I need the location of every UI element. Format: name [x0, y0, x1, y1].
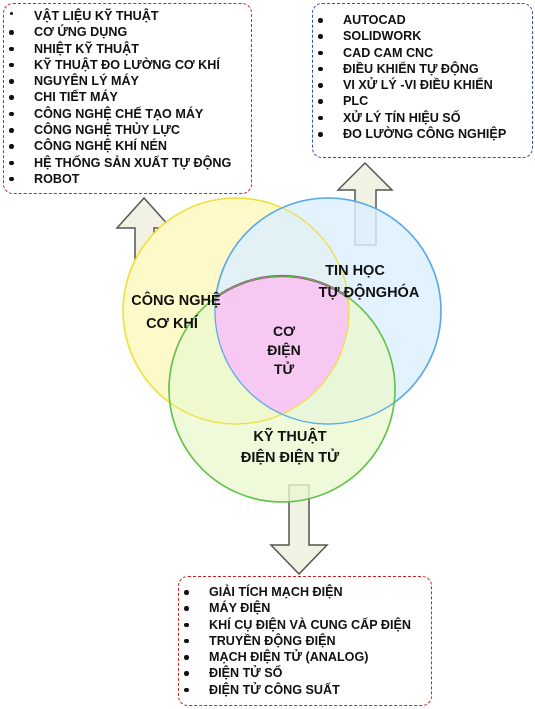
list-item: ĐIỆN TỬ CÔNG SUẤT: [181, 682, 431, 698]
electronics-topics-box: GIẢI TÍCH MẠCH ĐIỆN MÁY ĐIỆN KHÍ CỤ ĐIỆN…: [178, 576, 432, 706]
mechatronics-label-line2: ĐIỆN: [267, 341, 300, 358]
list-item: ĐIỀU KHIỂN TỰ ĐỘNG: [315, 61, 532, 77]
mechanical-topics-box: VẬT LIỆU KỸ THUẬT CƠ ỨNG DỤNG NHIỆT KỸ T…: [3, 3, 252, 194]
list-item: GIẢI TÍCH MẠCH ĐIỆN: [181, 584, 431, 600]
list-item: KỸ THUẬT ĐO LƯỜNG CƠ KHÍ: [6, 57, 251, 73]
mechanical-label-line1: CÔNG NGHỆ: [131, 291, 221, 309]
list-item: ĐO LƯỜNG CÔNG NGHIỆP: [315, 126, 532, 142]
list-item: PLC: [315, 93, 532, 109]
it-circle-outline: [214, 197, 442, 425]
list-item: HỆ THỐNG SẢN XUẤT TỰ ĐỘNG: [6, 155, 251, 171]
list-item: VẬT LIỆU KỸ THUẬT: [6, 8, 251, 24]
mechanical-circle-outline: [122, 197, 350, 425]
mechanical-label-line2: CƠ KHÍ: [146, 315, 199, 332]
mechatronics-label-line1: CƠ: [273, 323, 295, 339]
electronics-label-line2: ĐIỆN ĐIỆN TỬ: [241, 448, 340, 466]
it-label-line2: TỰ ĐỘNGHÓA: [319, 283, 420, 301]
it-topics-list: AUTOCAD SOLIDWORK CAD CAM CNC ĐIỀU KHIỂN…: [315, 12, 532, 142]
list-item: CHI TIẾT MÁY: [6, 89, 251, 105]
it-label-line1: TIN HỌC: [325, 263, 385, 279]
list-item: CƠ ỨNG DỤNG: [6, 24, 251, 40]
list-item: CÔNG NGHỆ THỦY LỰC: [6, 122, 251, 138]
list-item: AUTOCAD: [315, 12, 532, 28]
list-item: TRUYỀN ĐỘNG ĐIỆN: [181, 633, 431, 649]
electronics-label-line1: KỸ THUẬT: [253, 427, 326, 445]
list-item: CAD CAM CNC: [315, 45, 532, 61]
list-item: NHIỆT KỸ THUẬT: [6, 41, 251, 57]
list-item: NGUYÊN LÝ MÁY: [6, 73, 251, 89]
list-item: ĐIỆN TỬ SỐ: [181, 665, 431, 681]
list-item: KHÍ CỤ ĐIỆN VÀ CUNG CẤP ĐIỆN: [181, 617, 431, 633]
list-item: VI XỬ LÝ -VI ĐIỀU KHIỂN: [315, 77, 532, 93]
electronics-topics-list: GIẢI TÍCH MẠCH ĐIỆN MÁY ĐIỆN KHÍ CỤ ĐIỆN…: [181, 584, 431, 698]
list-item: ROBOT: [6, 171, 251, 187]
mechanical-topics-list: VẬT LIỆU KỸ THUẬT CƠ ỨNG DỤNG NHIỆT KỸ T…: [6, 8, 251, 187]
list-item: SOLIDWORK: [315, 28, 532, 44]
list-item: MẠCH ĐIỆN TỬ (ANALOG): [181, 649, 431, 665]
mechatronics-label-line3: TỬ: [274, 360, 295, 377]
list-item: MÁY ĐIỆN: [181, 600, 431, 616]
electronics-circle-outline: [168, 275, 396, 503]
list-item: CÔNG NGHỆ CHẾ TẠO MÁY: [6, 106, 251, 122]
list-item: CÔNG NGHỆ KHÍ NÉN: [6, 138, 251, 154]
it-topics-box: AUTOCAD SOLIDWORK CAD CAM CNC ĐIỀU KHIỂN…: [312, 3, 533, 158]
list-item: XỬ LÝ TÍN HIỆU SỐ: [315, 110, 532, 126]
